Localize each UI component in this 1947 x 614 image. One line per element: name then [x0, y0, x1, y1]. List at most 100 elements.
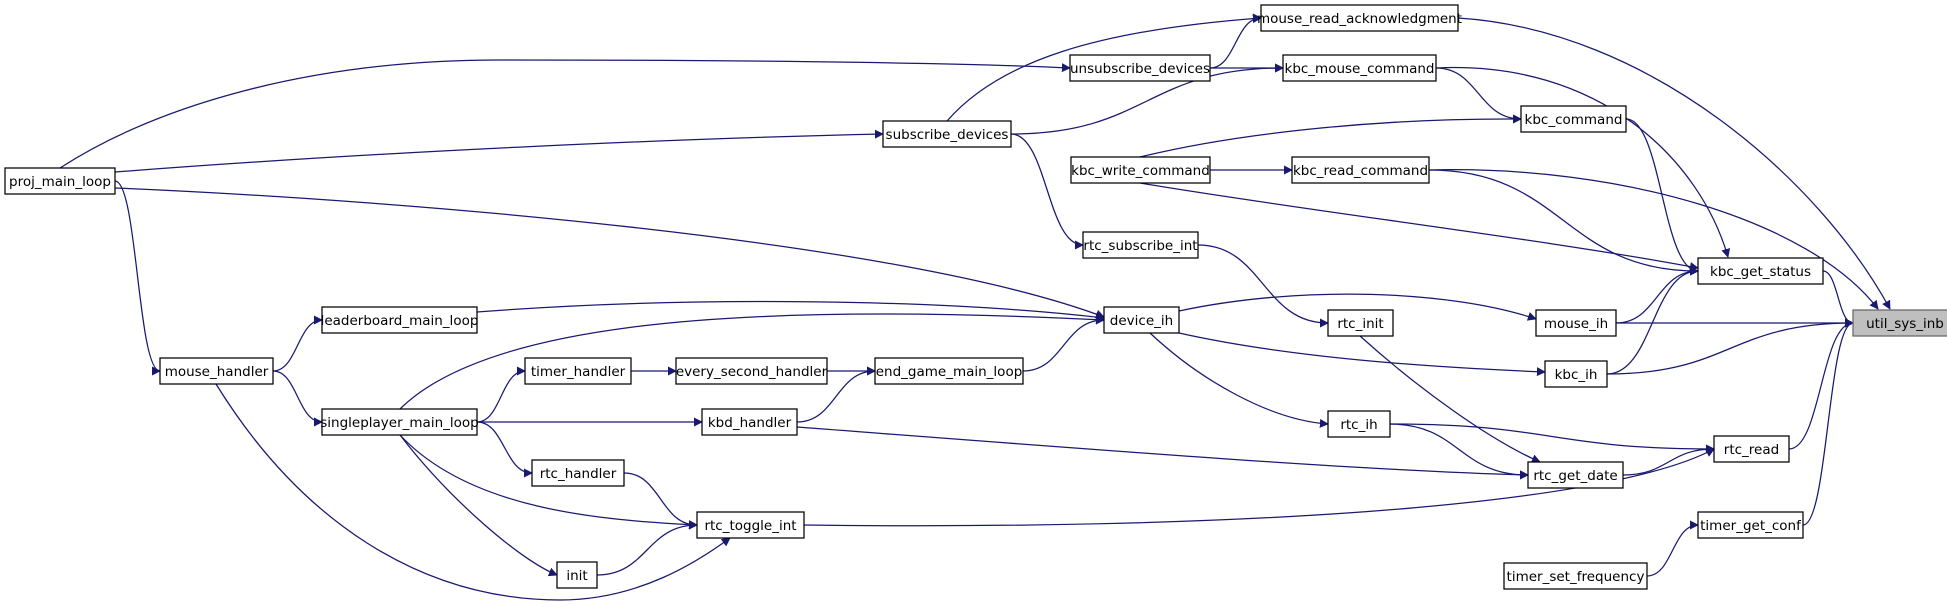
edge-end-game-main-loop-to-device-ih [1022, 315, 1105, 372]
node-box [1520, 105, 1627, 133]
edge-kbc-mouse-command-to-kbc-get-status [1435, 66, 1731, 258]
edge-singleplayer-main-loop-to-init [399, 434, 558, 577]
edge-kbc-write-command-to-kbc-get-status [1139, 182, 1699, 271]
node-box [675, 357, 828, 385]
node-label: proj_main_loop [9, 174, 111, 190]
node-rtc-ih[interactable]: rtc_ih [1327, 410, 1391, 438]
node-label: mouse_ih [1544, 316, 1608, 332]
node-kbc-read-command[interactable]: kbc_read_command [1291, 156, 1430, 184]
node-label: kbc_read_command [1293, 163, 1428, 179]
edge-kbc-mouse-command-to-kbc-command [1435, 67, 1522, 124]
node-box [1327, 410, 1391, 438]
node-kbc-write-command[interactable]: kbc_write_command [1070, 156, 1211, 184]
node-box [1503, 562, 1648, 590]
node-box [556, 561, 598, 589]
edge-kbd-handler-to-rtc-get-date [796, 426, 1529, 480]
edge-mouse-read-acknowledgment-to-util-sys-inb [1457, 17, 1891, 310]
edge-proj-main-loop-to-subscribe-devices [114, 129, 884, 173]
edge-singleplayer-main-loop-to-device-ih [399, 313, 1105, 410]
node-label: kbc_ih [1555, 367, 1598, 383]
edge-mouse-ih-to-kbc-get-status [1615, 266, 1699, 324]
node-box [1070, 156, 1211, 184]
node-every-second-handler[interactable]: every_second_handler [675, 357, 828, 385]
node-label: kbd_handler [708, 415, 792, 431]
node-kbd-handler[interactable]: kbd_handler [701, 408, 798, 436]
node-label: kbc_get_status [1710, 264, 1811, 280]
node-subscribe-devices[interactable]: subscribe_devices [882, 120, 1012, 148]
node-rtc-init[interactable]: rtc_init [1327, 309, 1394, 337]
node-mouse-read-acknowledgment[interactable]: mouse_read_acknowledgment [1257, 4, 1462, 32]
node-label: kbc_mouse_command [1285, 61, 1435, 77]
edge-kbd-handler-to-end-game-main-loop [796, 366, 876, 423]
edge-subscribe-devices-to-mouse-read-acknowledgment [946, 14, 1262, 122]
node-label: leaderboard_main_loop [321, 313, 479, 329]
node-proj-main-loop[interactable]: proj_main_loop [4, 167, 116, 195]
node-end-game-main-loop[interactable]: end_game_main_loop [874, 357, 1024, 385]
node-label: mouse_read_acknowledgment [1257, 11, 1462, 27]
node-box [1291, 156, 1430, 184]
node-device-ih[interactable]: device_ih [1103, 306, 1180, 334]
node-label: util_sys_inb [1866, 316, 1944, 332]
node-kbc-ih[interactable]: kbc_ih [1544, 360, 1608, 388]
node-rtc-handler[interactable]: rtc_handler [531, 459, 625, 487]
node-box [1260, 4, 1459, 32]
node-box [531, 459, 625, 487]
node-label: subscribe_devices [886, 127, 1009, 143]
node-rtc-read[interactable]: rtc_read [1713, 435, 1790, 463]
node-kbc-get-status[interactable]: kbc_get_status [1697, 257, 1824, 285]
node-label: rtc_init [1337, 316, 1383, 332]
node-label: rtc_toggle_int [704, 518, 796, 534]
node-box [321, 408, 478, 436]
node-label: rtc_read [1724, 442, 1779, 458]
edge-proj-main-loop-to-unsubscribe-devices [59, 59, 1071, 169]
node-box [874, 357, 1024, 385]
node-box [1527, 461, 1624, 489]
node-label: device_ih [1110, 313, 1173, 329]
edge-singleplayer-main-loop-to-rtc-handler [476, 421, 533, 478]
node-kbc-mouse-command[interactable]: kbc_mouse_command [1282, 54, 1437, 82]
edge-rtc-ih-to-rtc-read [1389, 423, 1715, 454]
node-util-sys-inb[interactable]: util_sys_inb [1852, 309, 1947, 337]
node-leaderboard-main-loop[interactable]: leaderboard_main_loop [321, 306, 479, 334]
edge-leaderboard-main-loop-to-device-ih [476, 300, 1105, 322]
edge-proj-main-loop-to-mouse-handler [114, 180, 161, 376]
edge-device-ih-to-kbc-ih [1178, 332, 1546, 377]
node-label: rtc_ih [1340, 417, 1377, 433]
node-box [1697, 257, 1824, 285]
node-box [1282, 54, 1437, 82]
edge-mouse-handler-to-rtc-toggle-int [215, 383, 731, 601]
node-rtc-subscribe-int[interactable]: rtc_subscribe_int [1082, 231, 1199, 259]
node-kbc-command[interactable]: kbc_command [1520, 105, 1627, 133]
node-unsubscribe-devices[interactable]: unsubscribe_devices [1069, 54, 1211, 82]
edge-proj-main-loop-to-device-ih [114, 187, 1105, 319]
node-mouse-handler[interactable]: mouse_handler [159, 357, 274, 385]
node-timer-get-conf[interactable]: timer_get_conf [1697, 511, 1804, 539]
node-label: timer_get_conf [1700, 518, 1802, 534]
node-timer-handler[interactable]: timer_handler [524, 357, 632, 385]
node-timer-set-frequency[interactable]: timer_set_frequency [1503, 562, 1648, 590]
node-box [1544, 360, 1608, 388]
edge-timer-set-frequency-to-timer-get-conf [1646, 520, 1699, 577]
edge-rtc-ih-to-rtc-get-date [1389, 423, 1529, 480]
node-rtc-toggle-int[interactable]: rtc_toggle_int [696, 511, 805, 539]
edges-layer [59, 13, 1891, 601]
edge-unsubscribe-devices-to-mouse-read-acknowledgment [1209, 13, 1262, 69]
edge-kbc-write-command-to-kbc-command [1139, 114, 1522, 158]
node-rtc-get-date[interactable]: rtc_get_date [1527, 461, 1624, 489]
node-init[interactable]: init [556, 561, 598, 589]
node-mouse-ih[interactable]: mouse_ih [1535, 309, 1617, 337]
edge-mouse-handler-to-leaderboard-main-loop [272, 315, 323, 372]
node-label: rtc_subscribe_int [1083, 238, 1197, 254]
node-box [1069, 54, 1211, 82]
edge-kbc-ih-to-kbc-get-status [1606, 266, 1699, 375]
node-singleplayer-main-loop[interactable]: singleplayer_main_loop [320, 408, 479, 436]
edge-kbc-command-to-kbc-get-status [1625, 118, 1699, 276]
node-box [321, 306, 478, 334]
node-box [524, 357, 632, 385]
edge-subscribe-devices-to-kbc-mouse-command [1010, 63, 1284, 135]
edge-init-to-rtc-toggle-int [596, 520, 698, 576]
edge-device-ih-to-rtc-ih [1149, 332, 1329, 428]
node-box [1713, 435, 1790, 463]
edge-subscribe-devices-to-rtc-subscribe-int [1010, 133, 1084, 250]
